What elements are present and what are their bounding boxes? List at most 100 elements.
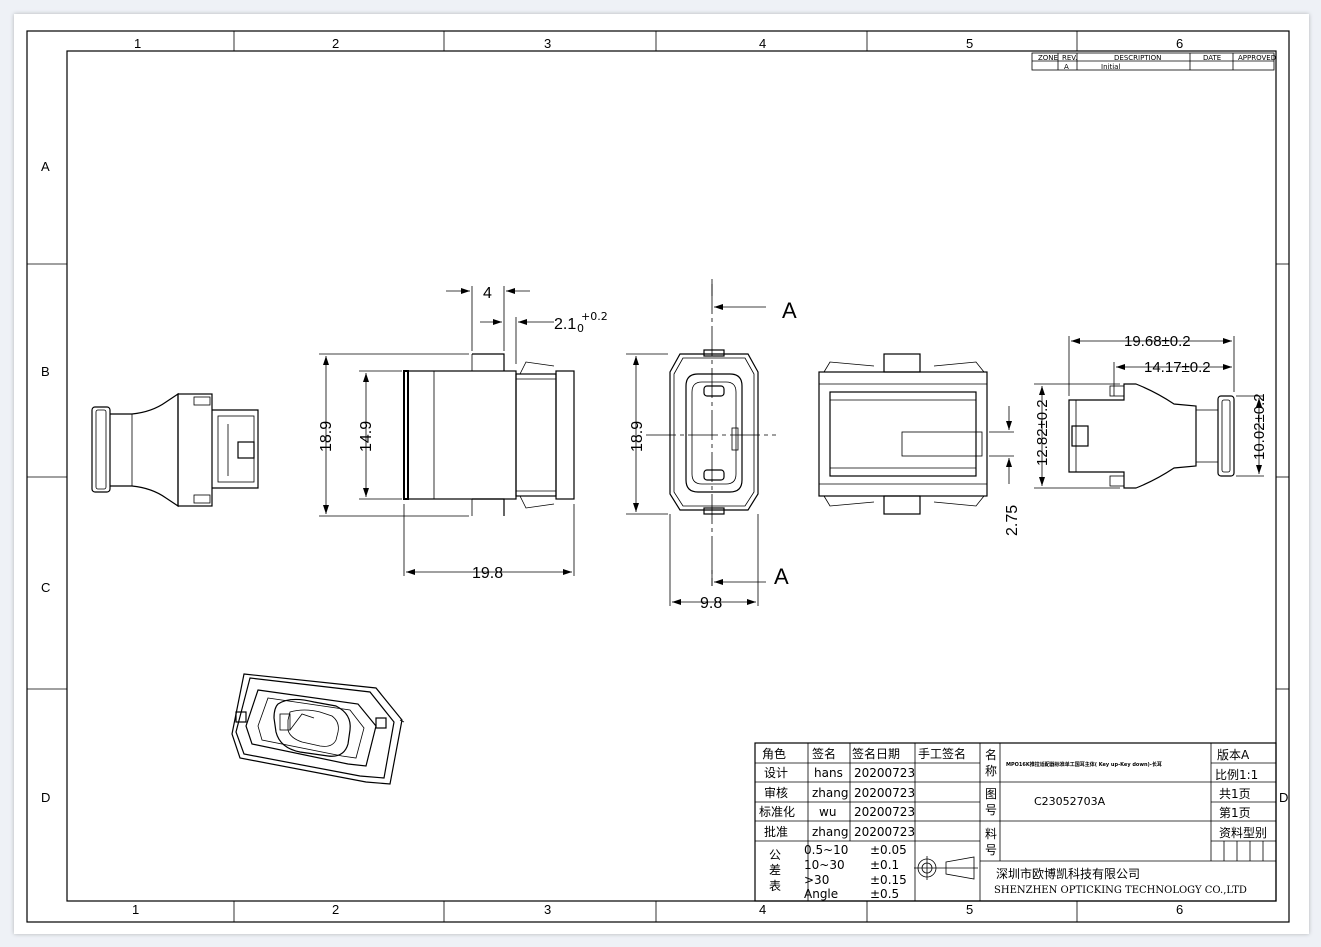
rev-header-description: DESCRIPTION <box>1114 54 1161 62</box>
front-view-centerlines <box>626 279 776 606</box>
rev-header-date: DATE <box>1203 54 1221 62</box>
zone-col-6-top: 6 <box>1176 36 1183 51</box>
tb-row4-name: zhang <box>812 825 848 839</box>
zone-col-4-bottom: 4 <box>759 902 766 917</box>
tb-tol-range-4: Angle <box>804 887 838 901</box>
outer-frame <box>26 30 1290 923</box>
dim-2-1-tol-upper: +0.2 <box>581 310 608 323</box>
zone-row-c: C <box>41 580 50 595</box>
tb-header-role: 角色 <box>762 747 786 761</box>
tb-row1-date: 20200723 <box>854 766 915 780</box>
tb-name-label-2: 称 <box>985 764 997 778</box>
zone-col-3-top: 3 <box>544 36 551 51</box>
tb-drawing-no-label-1: 图 <box>985 787 997 801</box>
tb-tol-range-2: 10~30 <box>804 858 845 872</box>
tb-row3-date: 20200723 <box>854 805 915 819</box>
technical-drawing: 1 2 3 4 5 6 1 2 3 4 5 6 A B C D ZONE REV… <box>26 30 1290 923</box>
tb-drawing-no: C23052703A <box>1034 795 1106 808</box>
tb-page: 第1页 <box>1219 806 1251 820</box>
dim-2-75: 2.75 <box>1004 505 1021 536</box>
inner-frame <box>66 50 1277 902</box>
isometric-view <box>231 673 405 785</box>
revision-block: ZONE REV. DESCRIPTION DATE APPROVED A In… <box>1031 52 1276 71</box>
zone-col-4-top: 4 <box>759 36 766 51</box>
tb-header-name: 签名 <box>812 746 836 761</box>
tb-tol-value-1: ±0.05 <box>870 843 907 857</box>
zone-col-2-top: 2 <box>332 36 339 51</box>
rev-value-rev: A <box>1064 63 1069 71</box>
tb-drawing-name: MPO16K推拉适配器标准单工国耳主体( Key up-Key down)-长耳 <box>1006 761 1162 768</box>
tb-material-label-1: 料 <box>985 827 997 841</box>
dim-14-17: 14.17±0.2 <box>1144 359 1211 376</box>
dim-2-1: 2.1 <box>554 316 576 333</box>
tb-row3-role: 标准化 <box>759 805 795 819</box>
tb-tolerance-label-2: 差 <box>769 863 781 877</box>
dim-19-8: 19.8 <box>472 565 503 582</box>
tb-name-label-1: 名 <box>985 747 997 762</box>
tb-row2-date: 20200723 <box>854 786 915 800</box>
dimension-lines-view2 <box>319 286 575 576</box>
tb-row1-name: hans <box>814 766 843 780</box>
tb-tol-value-3: ±0.15 <box>870 873 907 887</box>
tb-company-cn: 深圳市欧博凯科技有限公司 <box>996 866 1140 881</box>
zone-row-d-right: D <box>1279 790 1288 805</box>
title-block <box>754 742 1277 902</box>
drawing-sheet: 1 2 3 4 5 6 1 2 3 4 5 6 A B C D ZONE REV… <box>14 14 1309 934</box>
tb-material-label-2: 号 <box>985 843 997 857</box>
tb-tolerance-label-3: 表 <box>769 879 781 893</box>
dim-12-82: 12.82±0.2 <box>1034 399 1051 466</box>
zone-row-a: A <box>41 159 50 174</box>
tb-row2-role: 审核 <box>764 785 788 800</box>
zone-col-6-bottom: 6 <box>1176 902 1183 917</box>
rev-value-description: Initial <box>1101 63 1120 71</box>
side-view-dimensioned <box>403 353 575 516</box>
front-view <box>669 349 759 515</box>
tb-tol-value-4: ±0.5 <box>870 887 899 901</box>
zone-row-b: B <box>41 364 50 379</box>
rev-header-rev: REV. <box>1062 54 1077 62</box>
tb-tol-range-1: 0.5~10 <box>804 843 848 857</box>
zone-col-2-bottom: 2 <box>332 902 339 917</box>
zone-col-1-bottom: 1 <box>132 902 139 917</box>
dim-9-8: 9.8 <box>700 595 722 612</box>
tb-row3-name: wu <box>819 805 836 819</box>
section-mark-bottom: A <box>774 564 789 589</box>
tb-drawing-no-label-2: 号 <box>985 803 997 817</box>
tb-material-type: 资料型别 <box>1219 826 1267 840</box>
tb-row4-date: 20200723 <box>854 825 915 839</box>
tb-row2-name: zhang <box>812 786 848 800</box>
tb-company-en: SHENZHEN OPTICKING TECHNOLOGY CO.,LTD <box>994 885 1247 896</box>
dim-19-68: 19.68±0.2 <box>1124 333 1191 350</box>
tb-header-date: 签名日期 <box>852 746 900 761</box>
tb-row4-role: 批准 <box>764 824 788 839</box>
side-view-right <box>1068 383 1235 489</box>
tb-tol-value-2: ±0.1 <box>870 858 899 872</box>
tb-tolerance-label-1: 公 <box>769 848 781 862</box>
zone-row-d: D <box>41 790 50 805</box>
dim-14-9: 14.9 <box>358 421 375 452</box>
dim-2-1-tol-lower: 0 <box>577 322 584 335</box>
tb-row1-role: 设计 <box>764 766 788 780</box>
zone-dividers <box>27 31 1289 922</box>
zone-col-5-bottom: 5 <box>966 902 973 917</box>
projection-symbol <box>914 856 978 880</box>
dim-18-9-side: 18.9 <box>318 421 335 452</box>
dim-10-02: 10.02±0.2 <box>1251 393 1268 460</box>
dim-18-9-front: 18.9 <box>629 421 646 452</box>
dim-4: 4 <box>483 285 492 302</box>
tb-total-pages: 共1页 <box>1219 787 1251 801</box>
rev-header-approved: APPROVED <box>1238 54 1276 62</box>
section-view <box>818 353 988 515</box>
rev-header-zone: ZONE <box>1038 54 1058 62</box>
tb-scale: 比例1:1 <box>1215 768 1258 782</box>
side-view-left <box>91 392 259 508</box>
section-view-dims <box>989 406 1014 484</box>
side-view-right-dims <box>1034 336 1264 489</box>
zone-col-5-top: 5 <box>966 36 973 51</box>
zone-col-1-top: 1 <box>134 36 141 51</box>
section-mark-top: A <box>782 298 797 323</box>
zone-col-3-bottom: 3 <box>544 902 551 917</box>
tb-tol-range-3: >30 <box>804 873 829 887</box>
tb-header-signature: 手工签名 <box>918 746 966 761</box>
tb-version: 版本A <box>1217 748 1250 762</box>
